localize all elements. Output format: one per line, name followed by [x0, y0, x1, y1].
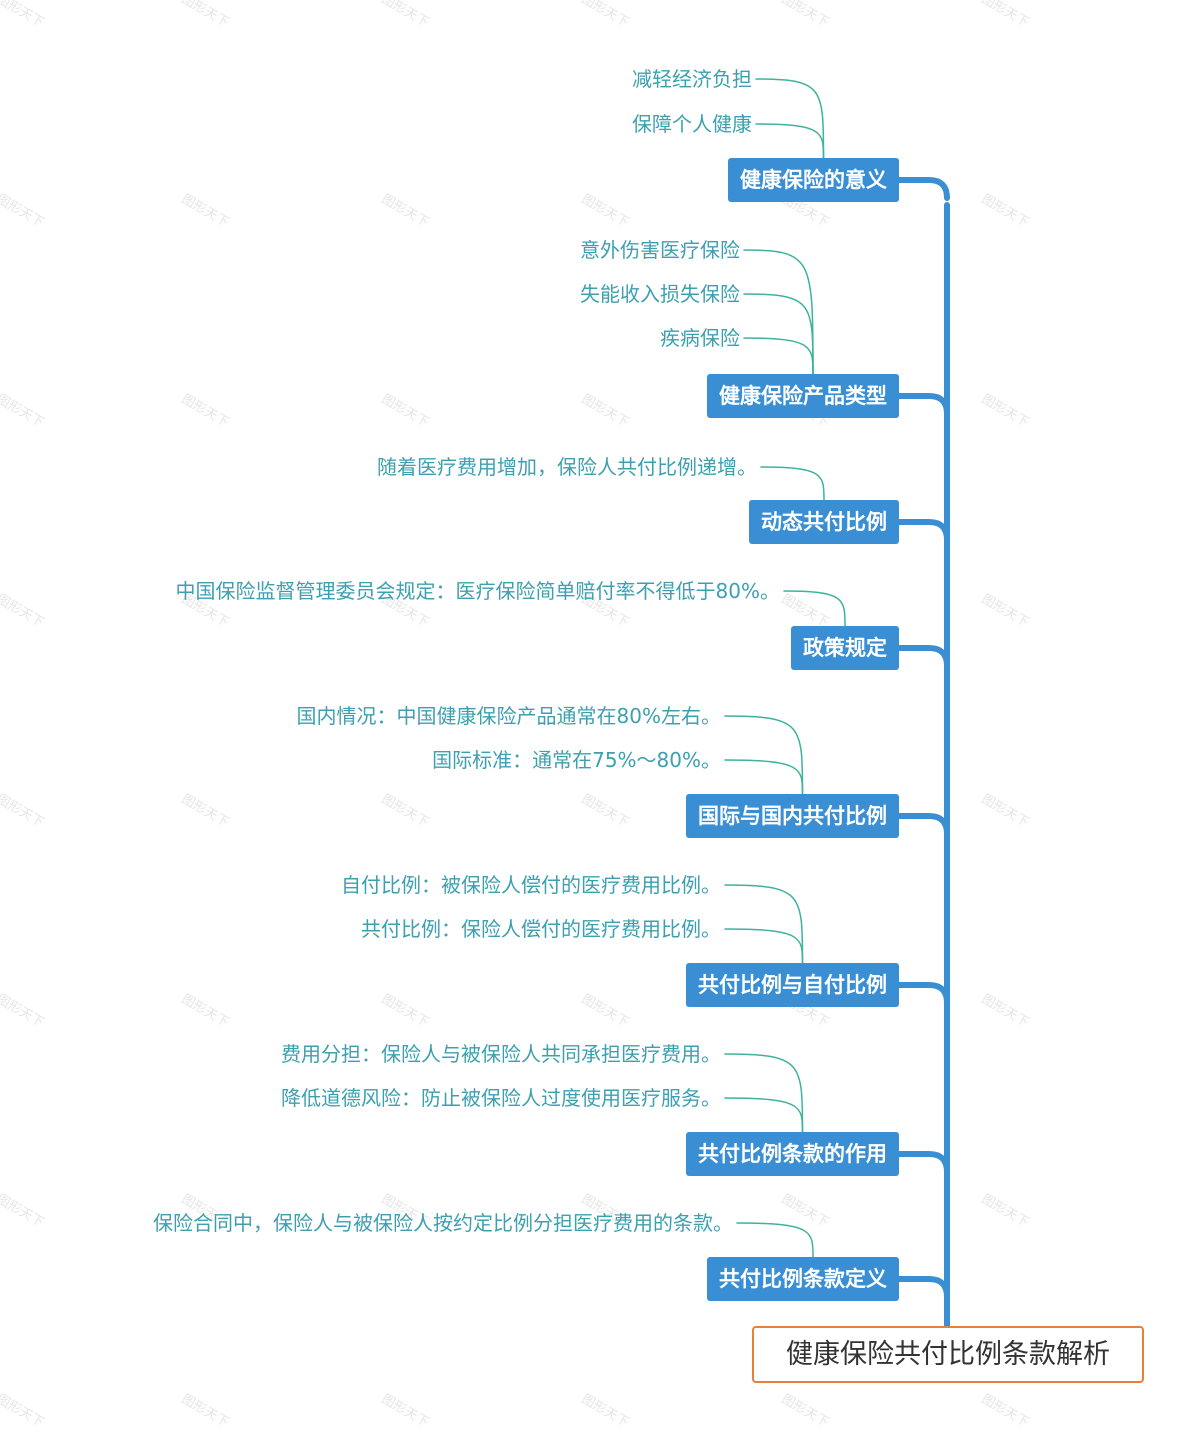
leaf-connector: [724, 715, 804, 795]
leaf-connector: [724, 1053, 804, 1133]
leaf-policy-desc[interactable]: 中国保险监督管理委员会规定：医疗保险简单赔付率不得低于80%。: [175, 579, 780, 603]
branch-health-insurance-meaning[interactable]: 健康保险的意义: [728, 158, 899, 202]
leaf-dynamic-ratio-desc[interactable]: 随着医疗费用增加，保险人共付比例递增。: [377, 455, 757, 479]
leaf-domestic[interactable]: 国内情况：中国健康保险产品通常在80%左右。: [296, 704, 721, 728]
leaf-connector: [724, 884, 804, 964]
leaf-connector: [743, 249, 814, 375]
leaf-moral-hazard[interactable]: 降低道德风险：防止被保险人过度使用医疗服务。: [281, 1086, 721, 1110]
leaf-self-pay[interactable]: 自付比例：被保险人偿付的医疗费用比例。: [341, 873, 721, 897]
branch-dynamic-ratio[interactable]: 动态共付比例: [749, 500, 899, 544]
branch-connector: [896, 813, 950, 837]
branch-connector: [896, 1151, 950, 1175]
leaf-protect-health[interactable]: 保障个人健康: [632, 112, 752, 136]
leaf-connector: [743, 293, 814, 375]
leaf-connector: [755, 123, 825, 159]
leaf-connector: [724, 759, 804, 795]
root-topic[interactable]: 健康保险共付比例条款解析: [752, 1326, 1144, 1383]
leaf-cost-sharing[interactable]: 费用分担：保险人与被保险人共同承担医疗费用。: [281, 1042, 721, 1066]
branch-connector: [896, 645, 950, 669]
leaf-disability-income[interactable]: 失能收入损失保险: [580, 282, 740, 306]
branch-connector: [896, 1276, 950, 1300]
branch-clause-functions[interactable]: 共付比例条款的作用: [686, 1132, 899, 1176]
branch-clause-definition[interactable]: 共付比例条款定义: [707, 1257, 899, 1301]
leaf-connector: [783, 590, 846, 627]
branch-co-vs-self-pay[interactable]: 共付比例与自付比例: [686, 963, 899, 1007]
leaf-disease-insurance[interactable]: 疾病保险: [660, 326, 740, 350]
branch-connector: [896, 982, 950, 1006]
branch-policy[interactable]: 政策规定: [791, 626, 899, 670]
branch-connector: [896, 519, 950, 543]
branch-international-domestic[interactable]: 国际与国内共付比例: [686, 794, 899, 838]
leaf-connector: [724, 1097, 804, 1133]
leaf-definition-desc[interactable]: 保险合同中，保险人与被保险人按约定比例分担医疗费用的条款。: [153, 1211, 733, 1235]
branch-product-types[interactable]: 健康保险产品类型: [707, 374, 899, 418]
leaf-connector: [724, 928, 804, 964]
leaf-connector: [736, 1222, 814, 1258]
leaf-international[interactable]: 国际标准：通常在75%～80%。: [432, 748, 721, 772]
branch-connector: [896, 393, 950, 417]
leaf-connector: [743, 337, 814, 375]
leaf-co-pay[interactable]: 共付比例：保险人偿付的医疗费用比例。: [361, 917, 721, 941]
leaf-connector: [755, 78, 825, 159]
leaf-reduce-burden[interactable]: 减轻经济负担: [632, 67, 752, 91]
leaf-accident-medical[interactable]: 意外伤害医疗保险: [580, 238, 740, 262]
leaf-connector: [760, 466, 825, 501]
branch-connector: [896, 177, 950, 201]
